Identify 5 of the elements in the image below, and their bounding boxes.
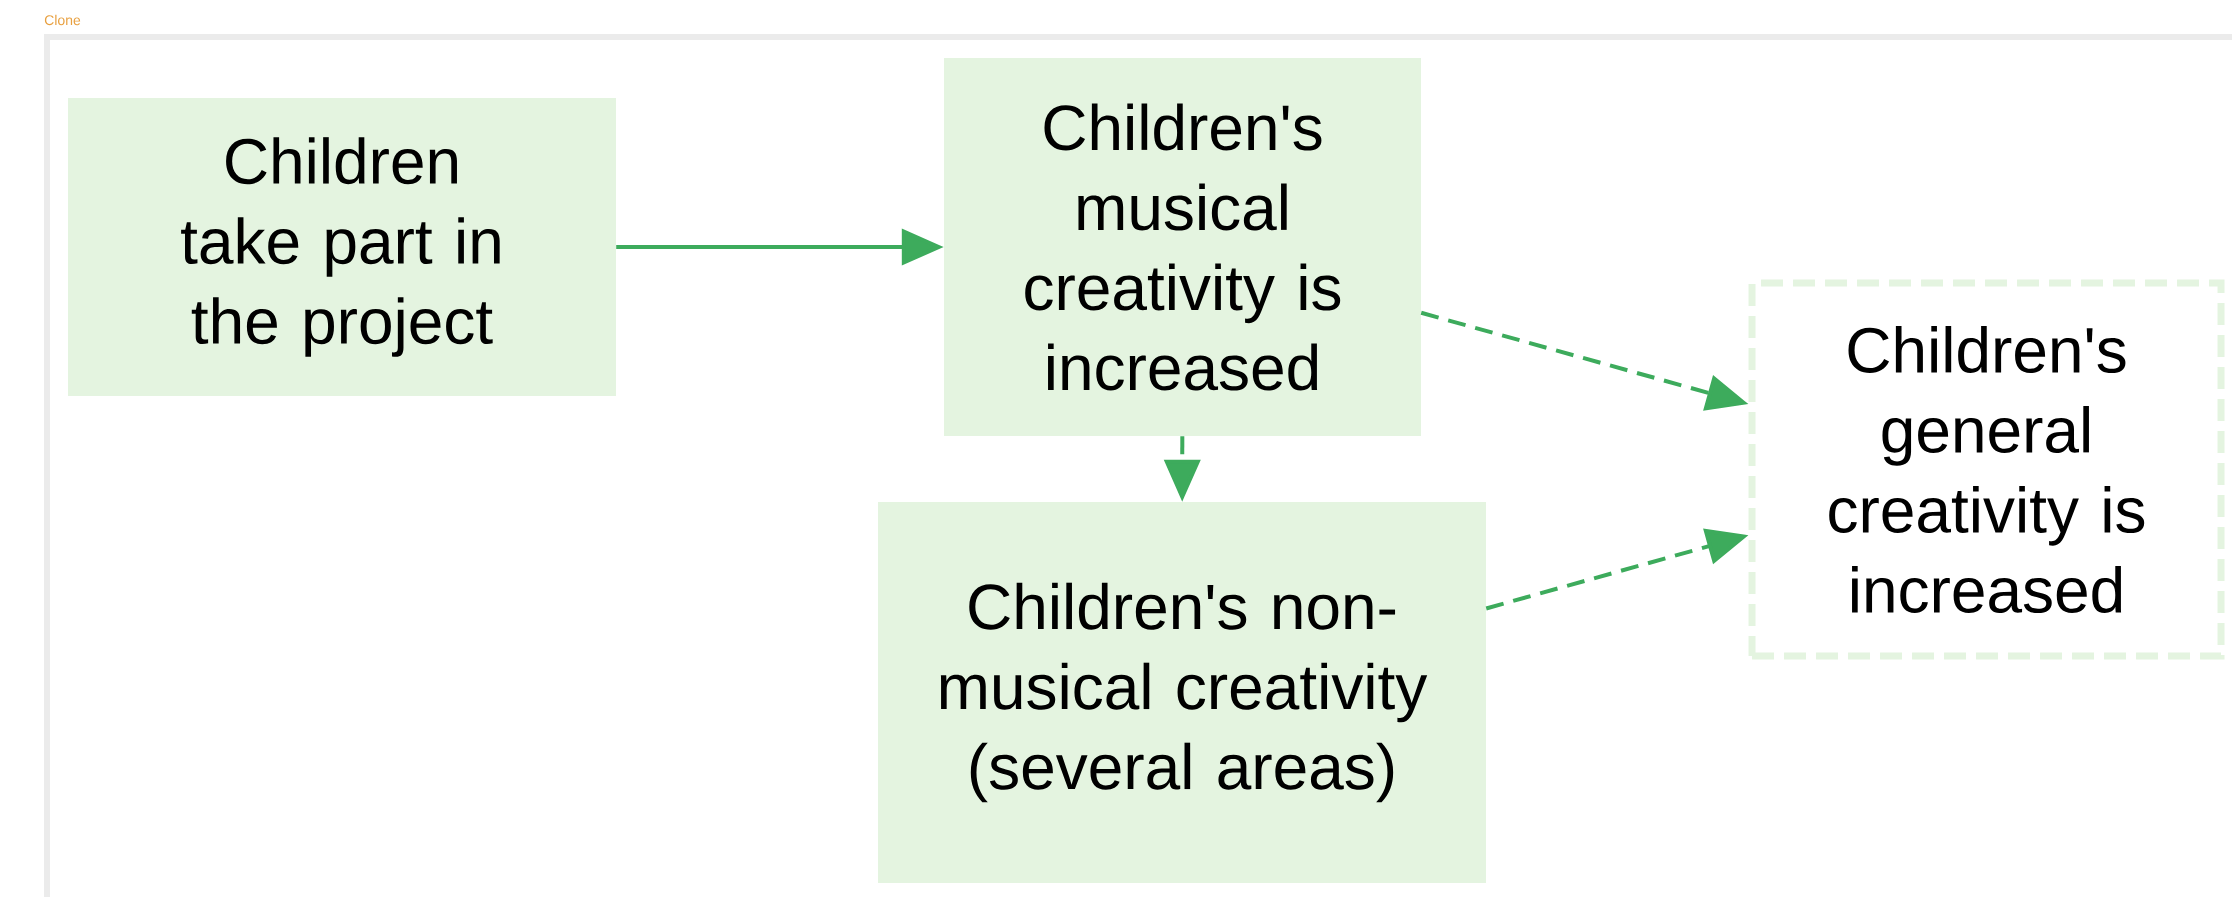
process-box: Children's musical creativity is increased: [944, 58, 1421, 436]
process-box: Children's non-musical creativity (several areas): [878, 502, 1486, 883]
process-box: Children take part in the project: [68, 98, 616, 396]
dashed-box: Children's general creativity is increased: [1748, 279, 2225, 660]
panel-label: Clone: [44, 14, 81, 26]
